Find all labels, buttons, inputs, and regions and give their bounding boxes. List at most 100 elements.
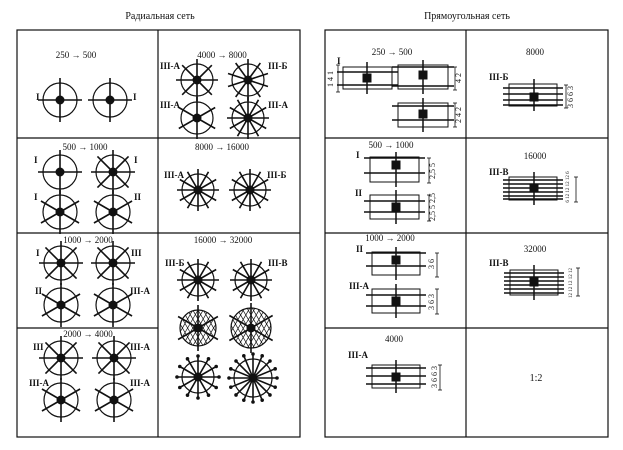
radial-scheme-symbol — [227, 97, 269, 139]
lattice-line — [258, 325, 272, 347]
radial-scheme-symbol — [39, 241, 83, 285]
category-label: III-Б — [267, 170, 287, 180]
lattice-line — [192, 314, 211, 346]
dimension-label: 1 4 1 — [326, 71, 335, 87]
rect-cell-16000: 16000 III-В 6 12 12 12 12 6 — [489, 151, 571, 203]
category-label: III-Б — [489, 72, 509, 82]
rect-cell-scale: 1:2 — [530, 373, 543, 384]
range-label: 1000 → 2000 — [365, 233, 415, 243]
radial-scheme-symbol — [177, 259, 219, 301]
center-point — [56, 395, 66, 405]
center-point — [108, 167, 118, 177]
dimension-label: 6 12 12 12 12 6 — [566, 171, 571, 203]
center-point — [108, 207, 118, 217]
center-point — [391, 160, 401, 170]
center-point — [193, 275, 203, 285]
line-end-marker — [227, 376, 231, 380]
dimension-label: 3 6 3 — [427, 294, 436, 310]
radial-scheme-symbol — [91, 241, 135, 285]
rect-cell-4000: 4000 III-А 3 6 6 3 — [348, 334, 439, 388]
line-end-marker — [175, 375, 179, 379]
center-point — [529, 277, 539, 287]
center-point — [243, 75, 253, 85]
category-label: III-В — [489, 258, 509, 268]
category-label: II — [134, 192, 142, 202]
dimension-label: 12 12 12 12 12 — [569, 268, 574, 299]
radial-scheme-symbol — [175, 354, 221, 400]
center-point — [391, 296, 401, 306]
rect-cell-32000: 32000 III-В 12 12 12 12 12 — [489, 244, 574, 298]
rectangular-scheme-symbol — [366, 360, 426, 393]
radial-scheme-symbol — [178, 97, 216, 139]
rectangular-network-title: Прямоугольная сеть — [424, 11, 510, 22]
lattice-line — [182, 318, 199, 347]
dimension-bar — [453, 66, 457, 91]
center-point — [362, 73, 372, 83]
category-label: III-А — [130, 378, 151, 388]
rectangular-scheme-symbol — [366, 247, 426, 280]
line-end-marker — [260, 354, 264, 358]
center-point — [192, 75, 202, 85]
line-end-marker — [185, 393, 190, 397]
line-end-marker — [234, 359, 238, 363]
category-label: I — [337, 56, 341, 66]
rectangular-scheme-symbol — [366, 284, 426, 318]
center-point — [418, 70, 428, 80]
dimension-bar — [336, 64, 340, 93]
radial-scheme-symbol — [91, 150, 135, 194]
lattice-line — [230, 325, 244, 347]
center-point — [246, 323, 256, 333]
line-end-marker — [242, 354, 246, 358]
range-label: 4000 → 8000 — [197, 50, 247, 60]
line-end-marker — [206, 393, 211, 397]
center-point — [55, 207, 65, 217]
range-label: 32000 — [524, 244, 547, 254]
lattice-line — [197, 318, 214, 347]
range-label: 2000 → 4000 — [63, 329, 113, 339]
center-point — [193, 185, 203, 195]
center-point — [108, 300, 118, 310]
radial-scheme-symbol — [93, 283, 133, 327]
category-label: III-А — [29, 378, 50, 388]
radial-scheme-symbol — [39, 336, 83, 380]
center-point — [192, 113, 202, 123]
radial-scheme-symbol — [230, 259, 272, 301]
lattice-line — [257, 309, 272, 332]
range-label: 8000 — [526, 47, 545, 57]
range-label: 500 → 1000 — [369, 140, 415, 150]
category-label: III-А — [268, 100, 289, 110]
center-point — [193, 372, 203, 382]
radial-scheme-symbol — [38, 150, 82, 194]
range-label: 16000 — [524, 151, 547, 161]
category-label: III — [131, 248, 142, 258]
center-point — [391, 255, 401, 265]
dimension-bar — [564, 84, 568, 109]
radial-scheme-symbol — [38, 78, 82, 122]
range-label: 8000 → 16000 — [195, 142, 250, 152]
lattice-line — [192, 310, 211, 342]
radial-network-title: Радиальная сеть — [125, 11, 195, 22]
line-end-marker — [273, 385, 277, 389]
rectangular-scheme-symbol — [392, 98, 454, 132]
category-label: III-Б — [268, 61, 288, 71]
category-label: I — [133, 92, 137, 102]
lattice-line — [230, 309, 245, 332]
radial-cell-250-500: 250 → 500 I I — [36, 50, 137, 102]
line-end-marker — [251, 400, 255, 404]
building-outline — [508, 83, 558, 107]
center-point — [56, 258, 66, 268]
category-label: I — [356, 150, 360, 160]
lattice-line — [252, 319, 270, 349]
center-point — [391, 372, 401, 382]
dimension-bar — [453, 102, 457, 128]
radial-scheme-symbol — [176, 59, 218, 101]
radial-scheme-symbol — [93, 190, 133, 234]
category-label: III-А — [164, 170, 185, 180]
category-label: III-А — [348, 350, 369, 360]
line-end-marker — [268, 393, 272, 397]
line-end-marker — [260, 398, 264, 402]
line-end-marker — [229, 367, 233, 371]
scheme-drawings — [38, 59, 580, 422]
scale-label: 1:2 — [530, 373, 543, 384]
